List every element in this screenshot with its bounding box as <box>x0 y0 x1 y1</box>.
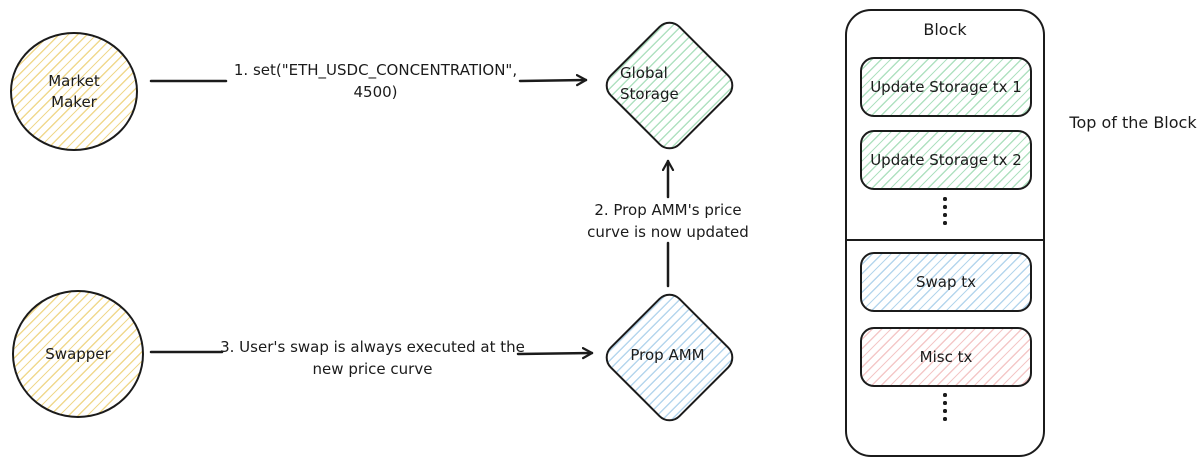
market-maker-label: Market Maker <box>48 71 100 111</box>
step1-label: 1. set("ETH_USDC_CONCENTRATION", 4500) <box>233 61 518 101</box>
update-storage-tx1-box[interactable]: Update Storage tx 1 <box>860 57 1032 117</box>
misc-tx-box[interactable]: Misc tx <box>860 327 1032 387</box>
block-container: Block Update Storage tx 1 Update Storage… <box>845 9 1045 457</box>
prop-amm-label: Prop AMM <box>630 346 705 364</box>
top-of-block-label: Top of the Block <box>1069 113 1197 132</box>
market-maker-node[interactable]: Market Maker <box>10 32 138 151</box>
block-divider <box>845 239 1045 241</box>
swap-tx-label: Swap tx <box>915 273 977 291</box>
global-storage-label: Global Storage <box>620 63 679 103</box>
block-title: Block <box>923 20 967 39</box>
ellipsis-dots-bottom <box>847 393 1043 421</box>
misc-tx-label: Misc tx <box>919 348 973 366</box>
update-storage-tx2-label: Update Storage tx 2 <box>870 151 1022 169</box>
swap-tx-box[interactable]: Swap tx <box>860 252 1032 312</box>
swapper-node[interactable]: Swapper <box>12 290 144 418</box>
update-storage-tx1-label: Update Storage tx 1 <box>870 78 1022 96</box>
swapper-label: Swapper <box>45 344 111 363</box>
arrow-step3-head <box>516 353 594 354</box>
arrow-step1-head <box>518 80 588 81</box>
update-storage-tx2-box[interactable]: Update Storage tx 2 <box>860 130 1032 190</box>
step2-label: 2. Prop AMM's price curve is now updated <box>587 201 749 241</box>
ellipsis-dots-top <box>847 197 1043 225</box>
step3-label: 3. User's swap is always executed at the… <box>220 338 525 378</box>
